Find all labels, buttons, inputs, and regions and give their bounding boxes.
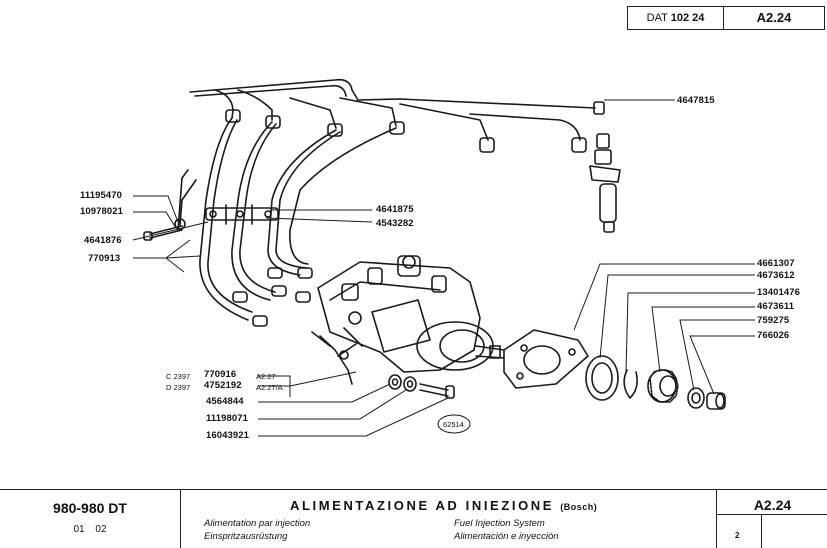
model-cell: 980-980 DT 01 02 [0, 490, 181, 548]
title-fr: Alimentation par injection [204, 518, 311, 529]
figure-ref-oval [437, 414, 471, 434]
title-area: ALIMENTAZIONE AD INIEZIONE (Bosch) Alime… [182, 490, 715, 548]
part-label: 4641875 [376, 204, 414, 215]
title-en: Fuel Injection System [454, 518, 545, 529]
leader-lines [132, 99, 755, 437]
part-label: 11195470 [80, 190, 123, 201]
washers-and-screw [388, 374, 455, 399]
title-es: Alimentación e inyección [454, 531, 559, 542]
dat-cell: DAT 102 24 [628, 7, 724, 29]
page-title-text: ALIMENTAZIONE AD INIEZIONE [290, 498, 555, 513]
page-title-suffix: (Bosch) [560, 502, 598, 512]
dat-prefix: DAT [646, 12, 668, 24]
header-box: DAT 102 24 A2.24 [627, 6, 825, 30]
ref-label: A2.27/A [256, 383, 283, 392]
ref-label: A2.27 [256, 372, 276, 381]
pipe-clamp [205, 204, 279, 225]
drive-parts [585, 355, 726, 410]
part-label: 759275 [757, 315, 790, 326]
part-label: 4661307 [757, 258, 795, 269]
part-label: 4647815 [677, 95, 715, 106]
part-label: 4641876 [84, 235, 122, 246]
part-label: 4543282 [376, 218, 414, 229]
model-name: 980-980 DT [53, 500, 127, 516]
variant-prefix: D 2397 [166, 383, 191, 392]
injection-pipes [177, 78, 596, 321]
model-sub: 01 02 [73, 524, 107, 535]
exploded-diagram [132, 78, 755, 437]
page-title: ALIMENTAZIONE AD INIEZIONE (Bosch) [290, 498, 597, 513]
section-code-bottom: A2.24 [753, 497, 792, 513]
title-de: Einspritzausrüstung [204, 531, 288, 542]
footer: 980-980 DT 01 02 ALIMENTAZIONE AD INIEZI… [0, 489, 827, 548]
part-label: 4673611 [757, 301, 795, 312]
section-code-top: A2.24 [756, 10, 792, 25]
section-cell: A2.24 2 [716, 490, 827, 548]
part-label: 766026 [757, 330, 790, 341]
dat-code: 102 24 [670, 12, 705, 24]
part-label: 16043921 [206, 430, 250, 441]
part-label: 770916 [204, 369, 237, 380]
part-label: 11198071 [206, 413, 249, 424]
gasket [503, 329, 589, 389]
injection-pump [311, 255, 505, 385]
part-label: 10978021 [80, 206, 124, 217]
divider [717, 514, 827, 515]
part-label: 4752192 [204, 380, 242, 391]
divider [761, 514, 762, 548]
variant-prefix: C 2397 [166, 372, 191, 381]
part-label: 4564844 [206, 396, 244, 407]
injector [589, 133, 621, 233]
pipe-fittings [225, 101, 605, 327]
part-label: 13401476 [757, 287, 801, 298]
part-label: 4673612 [757, 270, 795, 281]
figure-ref: 62514 [443, 420, 464, 429]
part-label: 770913 [88, 253, 121, 264]
page-number: 2 [735, 531, 740, 540]
